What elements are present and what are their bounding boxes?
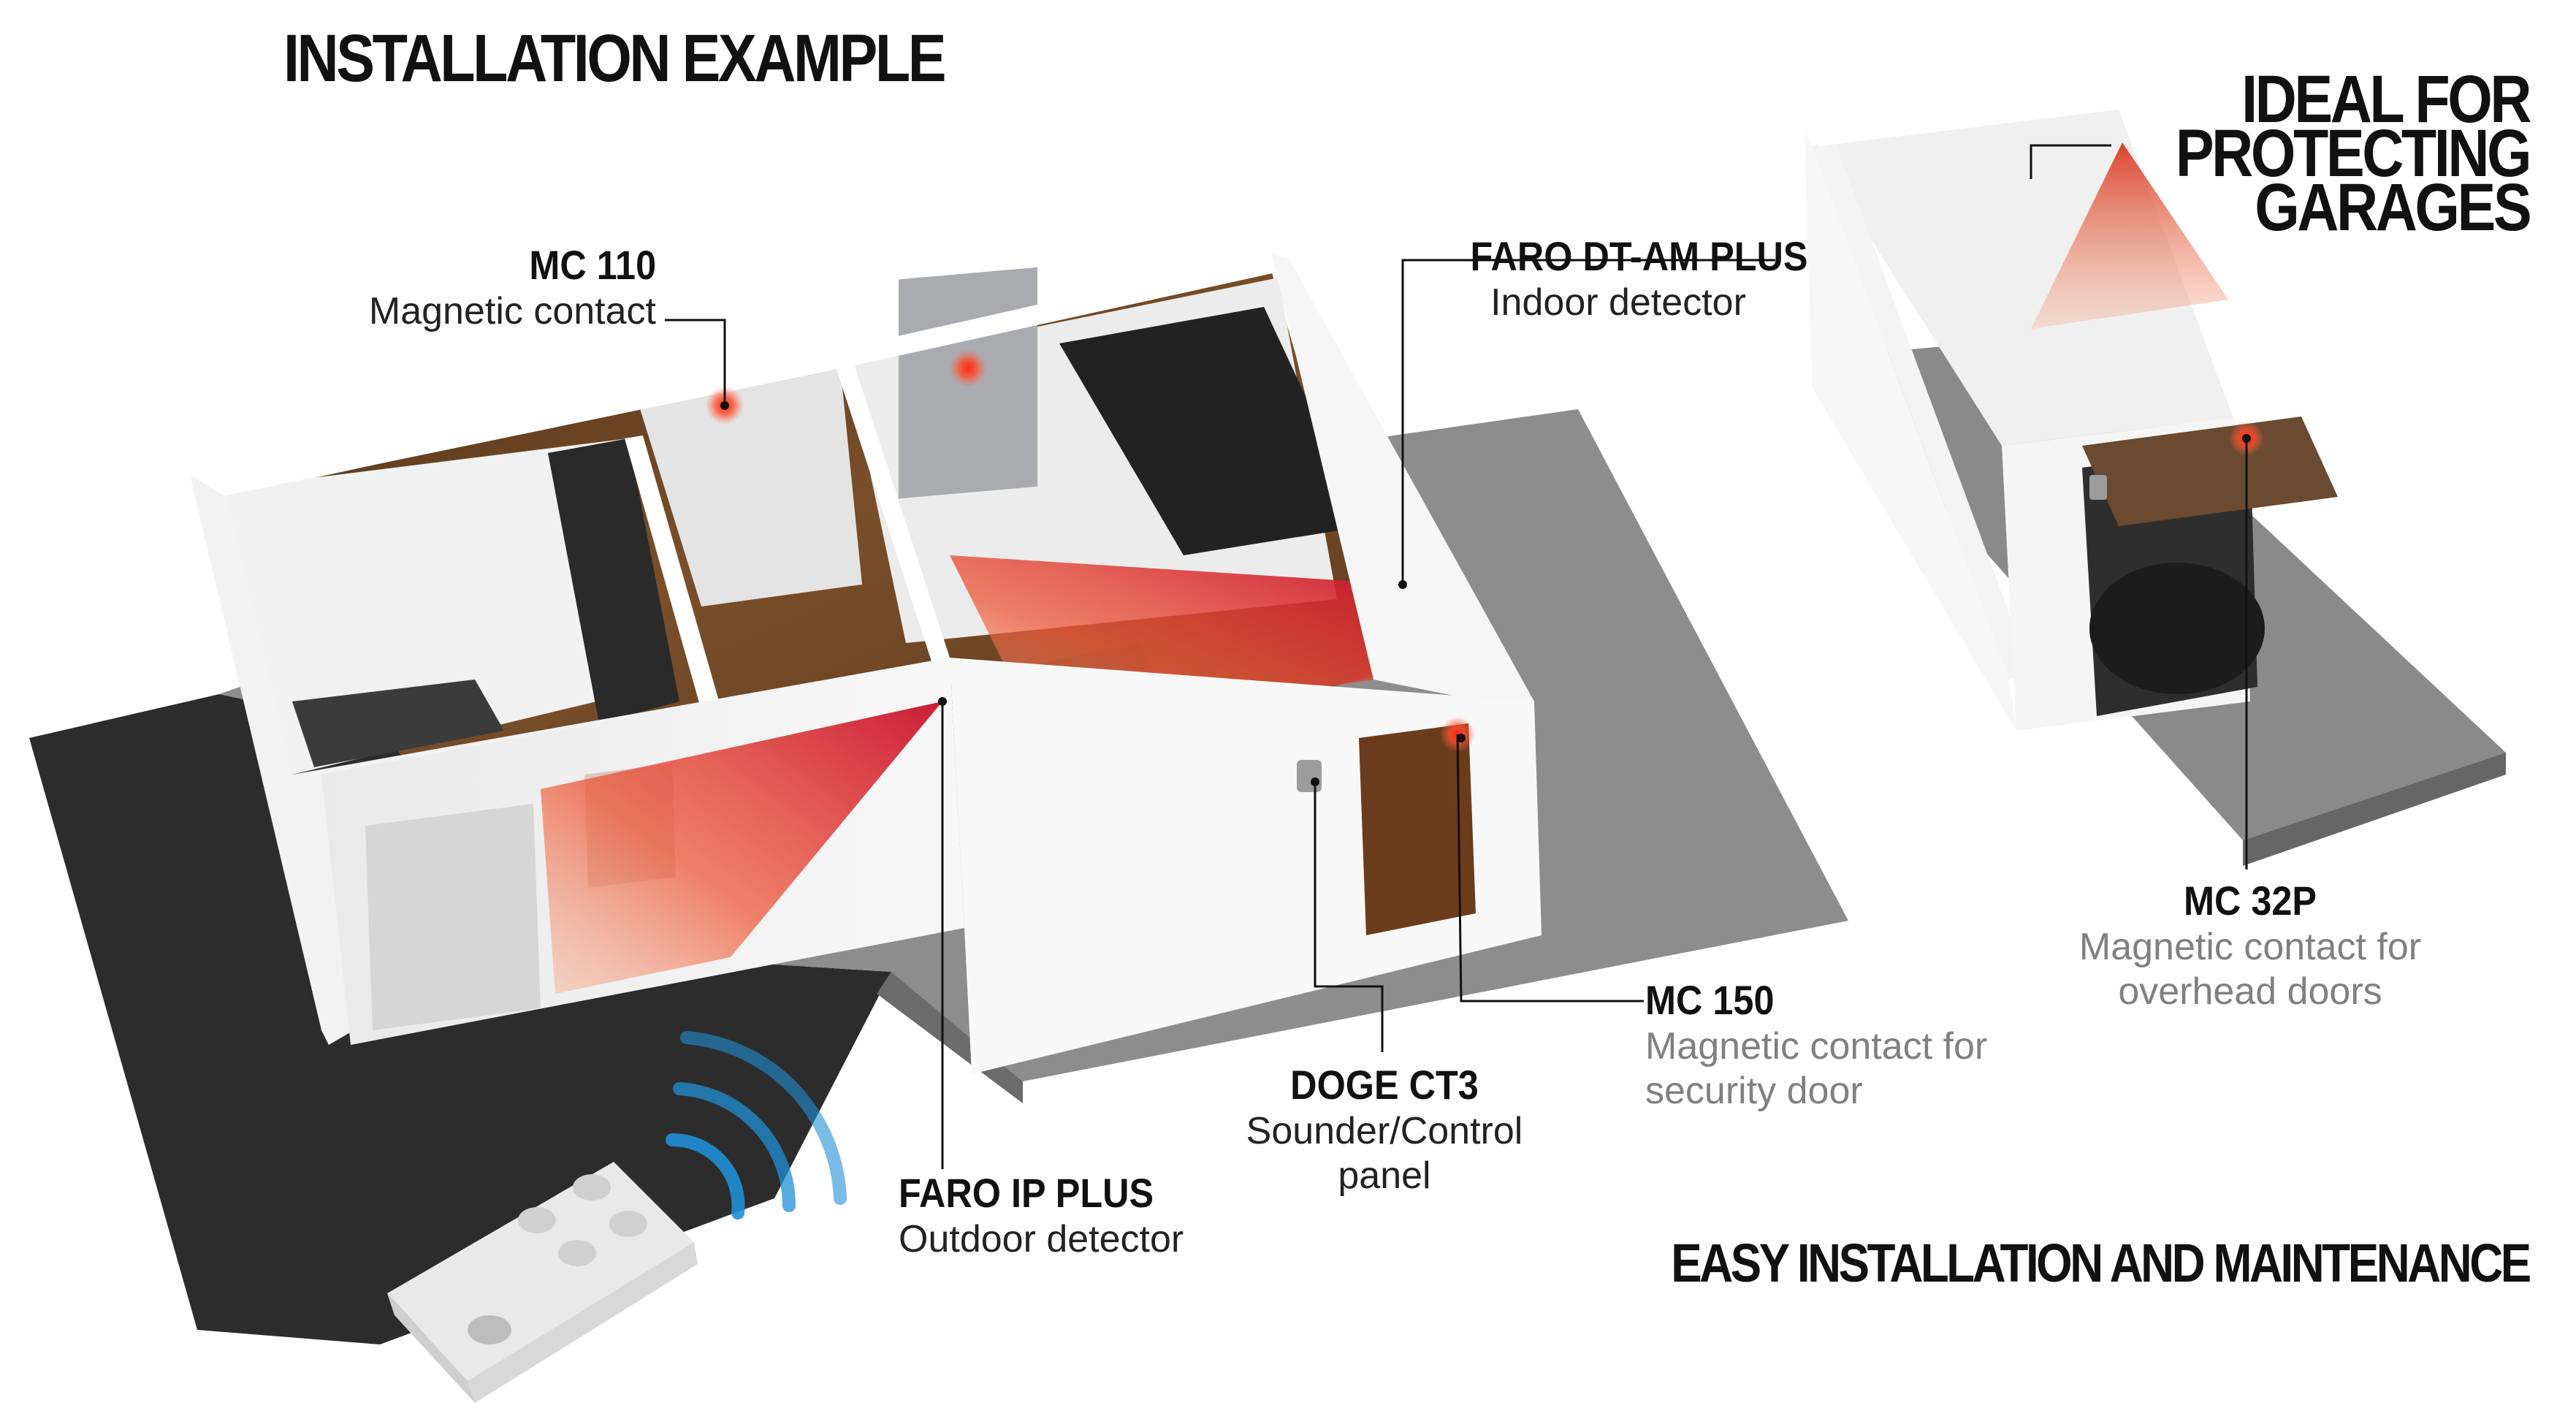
bathroom-wall [636,365,862,606]
label-faro-ip: FARO IP PLUS Outdoor detector [899,1169,1184,1262]
mc150-desc1: Magnetic contact for [1645,1025,1988,1068]
garage-ground-edge [2243,753,2506,866]
mc32p-desc1: Magnetic contact for [2078,926,2422,969]
garage-heading-line1: IDEAL FOR [2241,62,2531,137]
label-doge: DOGE CT3 Sounder/Control panel [1235,1061,1534,1199]
security-door [1359,723,1476,935]
doge-name: DOGE CT3 [1290,1062,1479,1108]
footer-heading: EASY INSTALLATION AND MAINTENANCE [1671,1233,2531,1293]
front-window-1 [365,804,541,1030]
partition-wall-2 [833,355,950,661]
garage-outer-left [1805,132,2016,731]
leader-lines [665,144,2248,1169]
doge-desc2: panel [1338,1154,1431,1198]
faro-ip-desc: Outdoor detector [899,1218,1184,1261]
mc110-name: MC 110 [529,242,656,288]
garage-detection-beam [2031,142,2228,329]
mc150-name: MC 150 [1645,977,1775,1023]
label-mc110: MC 110 Magnetic contact [369,241,656,334]
label-mc150: MC 150 Magnetic contact for security doo… [1645,976,1987,1114]
page-title: INSTALLATION EXAMPLE [283,21,947,96]
garage-heading-line3: GARAGES [2255,170,2531,245]
faro-dt-desc: Indoor detector [1490,281,1746,324]
faro-dt-name: FARO DT-AM PLUS [1470,233,1808,279]
bed [292,680,504,767]
mc32p-name: MC 32P [2183,878,2317,924]
partition-wall-1 [625,435,723,723]
house-wall-back-top [833,252,1286,365]
house-wall-left-top [190,351,855,497]
kitchen-cabinet [1059,307,1366,555]
garage-left-wall [1812,139,2031,680]
mc150-desc2: security door [1645,1070,1863,1113]
label-faro-dt: FARO DT-AM PLUS Indoor detector [1454,232,1808,325]
label-mc32p: MC 32P Magnetic contact for overhead doo… [2060,877,2440,1015]
car [2089,563,2265,694]
leader-dots [720,401,2251,786]
left-room-back-wall [219,438,658,775]
outdoor-detection-beam [541,701,942,994]
overhead-door [2082,416,2338,526]
doge-desc1: Sounder/Control [1246,1110,1523,1153]
mc32p-desc2: overhead doors [2118,970,2382,1013]
garage-control-box [2089,475,2107,500]
remote-signal-waves [666,1031,847,1220]
control-panel-box [1297,760,1322,792]
wardrobe [548,438,679,723]
faro-dt-sensor-glow [949,349,987,387]
garage-heading-line2: PROTECTING [2175,116,2532,191]
faro-ip-name: FARO IP PLUS [899,1170,1154,1216]
mc110-desc: Magnetic contact [368,290,656,333]
remote-control [387,1162,698,1403]
